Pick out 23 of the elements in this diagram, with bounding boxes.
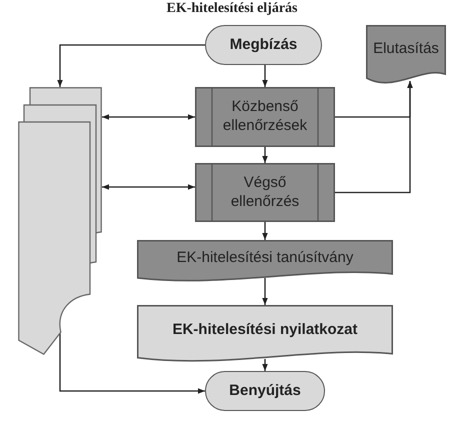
arrow xyxy=(262,147,268,163)
node-label: EK-hitelesítési tanúsítvány xyxy=(176,248,354,268)
node-label: Elutasítás xyxy=(373,40,439,58)
node-label: Megbízás xyxy=(230,36,298,54)
diagram-title: EK-hitelesítési eljárás xyxy=(165,1,299,17)
terminal-shape xyxy=(205,25,322,65)
arrow xyxy=(262,278,268,305)
arrow xyxy=(262,222,268,240)
arrow xyxy=(102,114,195,120)
node-label: EK-hitelesítési nyilatkozat xyxy=(172,320,358,340)
arrow xyxy=(262,65,268,87)
process-box xyxy=(195,163,335,222)
arrow xyxy=(59,331,205,394)
arrow xyxy=(262,359,268,371)
node-label: Benyújtás xyxy=(229,382,301,400)
multi-document-shape xyxy=(18,87,102,355)
node-label: Végső ellenőrzés xyxy=(230,174,300,212)
process-box xyxy=(195,87,335,147)
node-label: Közbenső ellenőrzések xyxy=(222,98,308,136)
arrow xyxy=(102,184,195,190)
arrow xyxy=(335,81,413,194)
terminal-shape xyxy=(205,371,325,411)
arrow xyxy=(57,44,205,87)
